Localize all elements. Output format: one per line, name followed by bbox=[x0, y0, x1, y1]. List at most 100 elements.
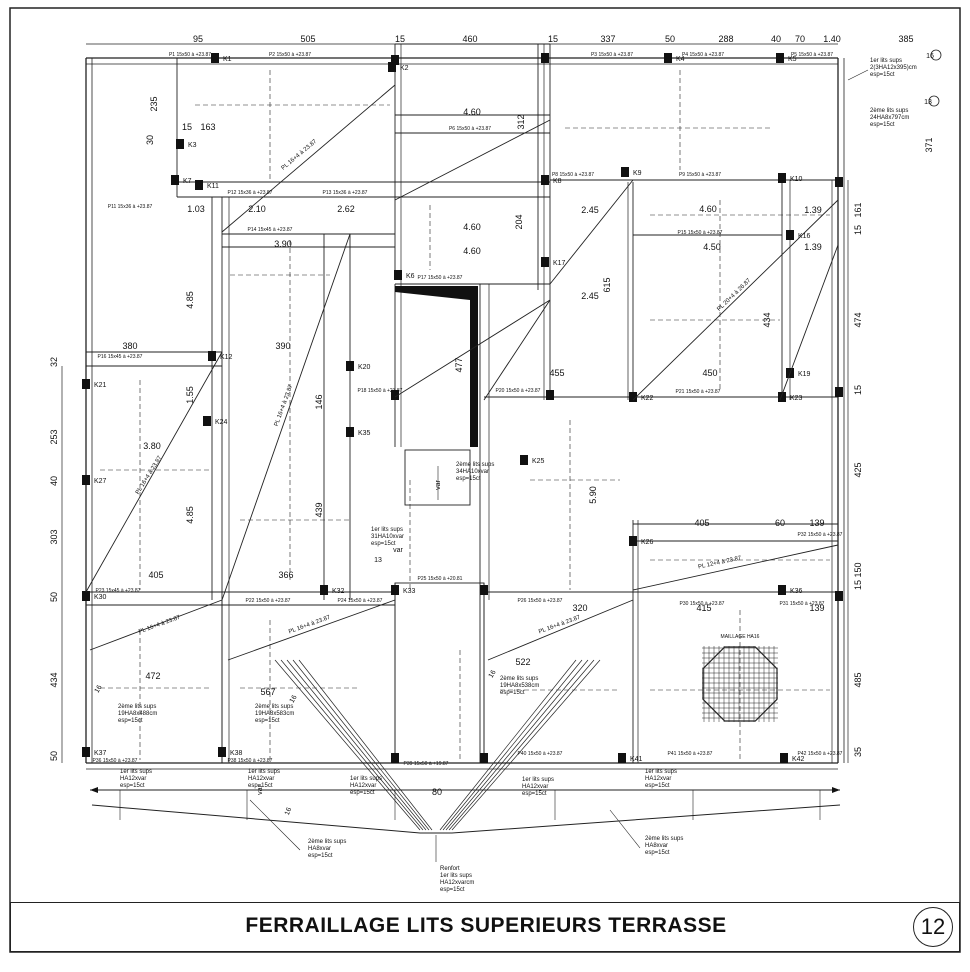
beam-label-row2-1: P8 15x50 à +23.87 bbox=[552, 172, 594, 178]
rebar-diagonal-label-4: PL 20+4 à 26.87 bbox=[716, 277, 752, 312]
dim-right-4: 425 bbox=[853, 462, 863, 477]
dim-int-40: 146 bbox=[314, 394, 324, 409]
dim-int-10: 4.60 bbox=[463, 222, 481, 232]
dim-top-10: 1.40 bbox=[823, 34, 841, 44]
dim-left-0: 32 bbox=[49, 357, 59, 367]
rebar-diagonal-1 bbox=[85, 351, 223, 593]
dim-int-13: 4.85 bbox=[185, 291, 195, 309]
rebar-diagonal-label-3: PL 12+4 à 23.87 bbox=[698, 555, 743, 570]
dim-top-1: 505 bbox=[300, 34, 315, 44]
column-label-k11: K11 bbox=[207, 183, 219, 190]
dim-right-8: 35 bbox=[853, 747, 863, 757]
marker-circle bbox=[928, 95, 940, 107]
beam-label-row2-0: P6 15x50 à +23.87 bbox=[449, 126, 491, 132]
renfort-bar bbox=[298, 659, 433, 831]
rebar-diagonal-7 bbox=[487, 599, 634, 661]
column-k26 bbox=[629, 536, 637, 546]
opening bbox=[404, 449, 471, 506]
dim-int-2: 15 bbox=[182, 122, 192, 132]
rebar-note-line1: 2ème lits sups bbox=[308, 839, 346, 845]
marker-5: 13 bbox=[924, 99, 932, 106]
var-label-2: var bbox=[257, 784, 264, 794]
rebar-bar-4 bbox=[779, 244, 839, 401]
var-label-1: var bbox=[393, 547, 403, 554]
rebar-bar-2 bbox=[549, 179, 634, 285]
dim-int-25: 139 bbox=[809, 518, 824, 528]
column-k35 bbox=[346, 427, 354, 437]
marker-3: 16 bbox=[284, 807, 293, 817]
dim-int-33: 450 bbox=[702, 368, 717, 378]
rebar-note-line1: 1er lits sups bbox=[248, 769, 280, 775]
dim-right-9: 371 bbox=[924, 137, 934, 152]
dim-int-14: 4.85 bbox=[185, 506, 195, 524]
column-label-k26: K26 bbox=[641, 539, 654, 546]
column-label-k17: K17 bbox=[553, 260, 566, 267]
renfort-bar bbox=[439, 659, 577, 831]
column-k7 bbox=[171, 175, 179, 185]
column-k23 bbox=[778, 392, 786, 402]
dim-int-5: 2.10 bbox=[248, 204, 266, 214]
column-label-k12: K12 bbox=[220, 354, 233, 361]
renfort-line1: Renfort bbox=[440, 866, 460, 872]
column-k5 bbox=[776, 53, 784, 63]
column-label-k25: K25 bbox=[532, 458, 545, 465]
dim-left-4: 50 bbox=[49, 592, 59, 602]
beam-label-row4-0: P16 15x45 à +23.87 bbox=[98, 354, 143, 360]
dim-top-8: 40 bbox=[771, 34, 781, 44]
column-label-k3: K3 bbox=[188, 142, 197, 149]
rebar-note-line1: 2ème lits sups bbox=[500, 676, 538, 682]
rebar-note-line1: 1er lits sups bbox=[350, 776, 382, 782]
renfort-bar bbox=[445, 659, 589, 831]
beam-label-row3-0: P11 15x36 à +23.87 bbox=[108, 204, 153, 210]
column-label-k24: K24 bbox=[215, 419, 228, 426]
renfort-line2: 1er lits sups bbox=[440, 873, 472, 879]
rebar-note-line1: 2ème lits sups bbox=[870, 108, 908, 114]
beam-label-row3-3: P14 15x45 à +23.87 bbox=[248, 227, 293, 233]
dim-int-38: 477 bbox=[454, 357, 464, 372]
outer-border bbox=[9, 7, 961, 953]
column-k12 bbox=[208, 351, 216, 361]
dim-int-41: 615 bbox=[602, 277, 612, 292]
dim-int-29: 522 bbox=[515, 657, 530, 667]
rebar-note-line3: esp=15ct bbox=[371, 541, 396, 547]
dim-int-21: 455 bbox=[549, 368, 564, 378]
rebar-note-line3: esp=15ct bbox=[870, 122, 895, 128]
column-k17 bbox=[541, 257, 549, 267]
beam-label-row5-1: P24 15x50 à +23.87 bbox=[338, 598, 383, 604]
dim-right-6: 15 bbox=[853, 580, 863, 590]
column-label-k41: K41 bbox=[630, 756, 643, 763]
marker-2: 16 bbox=[488, 669, 498, 679]
column-label-k42: K42 bbox=[792, 756, 805, 763]
rebar-note-line3: esp=15ct bbox=[308, 853, 333, 859]
sheet-frame bbox=[9, 7, 961, 953]
column-k24 bbox=[203, 416, 211, 426]
dim-int-24: 60 bbox=[775, 518, 785, 528]
rebar-diagonal-6 bbox=[227, 599, 396, 661]
column-block bbox=[480, 753, 488, 763]
rebar-diagonal-label-1: PL 16+4 à 23.87 bbox=[135, 455, 164, 496]
column-label-k7: K7 bbox=[183, 178, 192, 185]
dim-int-27: 567 bbox=[260, 687, 275, 697]
marker-4: 13 bbox=[374, 557, 382, 564]
rebar-note-line3: esp=15ct bbox=[255, 718, 280, 724]
var-label-0: var bbox=[435, 479, 442, 489]
leader bbox=[847, 69, 869, 81]
beam-label-top-1: P2 15x50 à +23.87 bbox=[269, 52, 311, 58]
rebar-note-line2: HA8xvar bbox=[308, 846, 331, 852]
beam-label-row6-0: P36 15x50 à +23.87 bbox=[93, 758, 138, 764]
renfort-line3: HA12xvarcm bbox=[440, 880, 474, 886]
leader bbox=[249, 799, 301, 851]
column-k37 bbox=[82, 747, 90, 757]
column-k16 bbox=[786, 230, 794, 240]
dim-top-9: 70 bbox=[795, 34, 805, 44]
dim-top-0: 95 bbox=[193, 34, 203, 44]
column-label-k8: K8 bbox=[553, 178, 562, 185]
dim-int-37: 1.39 bbox=[804, 205, 822, 215]
column-label-k5: K5 bbox=[788, 56, 797, 63]
rebar-note-line3: esp=15ct bbox=[120, 783, 145, 789]
